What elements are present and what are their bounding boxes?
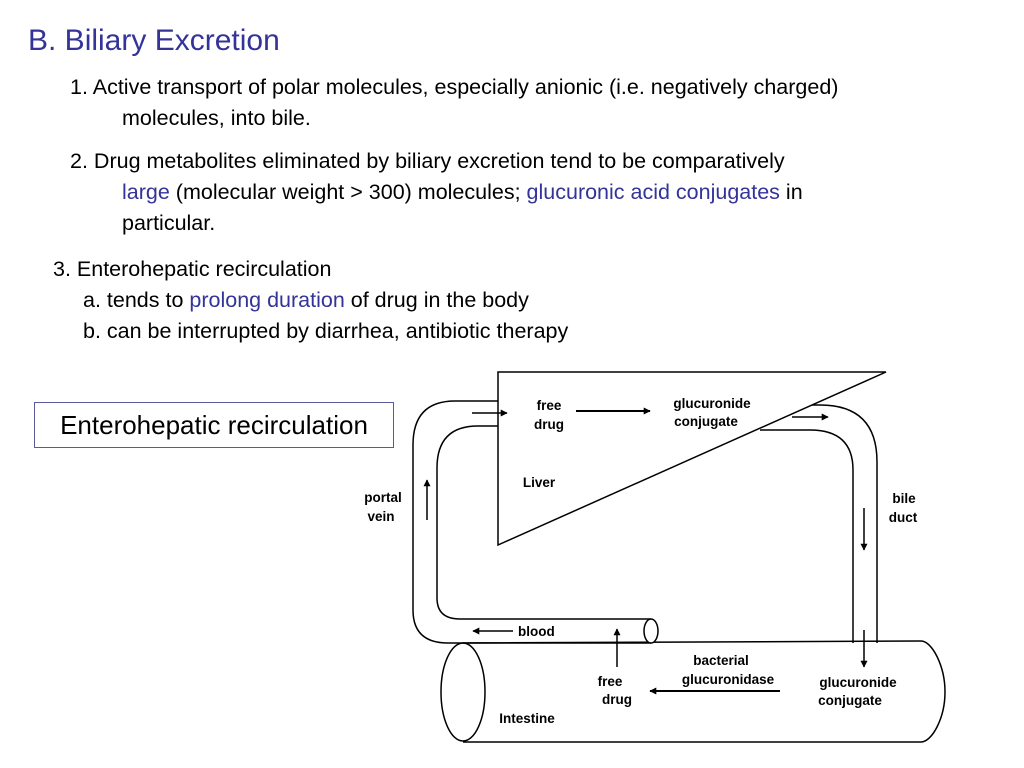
slide-title: B. Biliary Excretion bbox=[28, 24, 280, 57]
label-blood: blood bbox=[518, 624, 555, 639]
enterohepatic-label-box: Enterohepatic recirculation bbox=[34, 402, 394, 448]
label-bacterial-2: glucuronidase bbox=[682, 672, 775, 687]
label-free-drug-top-2: drug bbox=[534, 417, 564, 432]
item-3a-suffix: of drug in the body bbox=[350, 288, 529, 312]
label-free-drug-bottom-2: drug bbox=[602, 692, 632, 707]
item-1-number: 1. bbox=[70, 75, 88, 99]
liver-triangle bbox=[497, 371, 887, 547]
item-2: 2. Drug metabolites eliminated by biliar… bbox=[70, 146, 1024, 239]
label-intestine: Intestine bbox=[499, 711, 555, 726]
portal-vein-tube bbox=[412, 400, 659, 644]
label-glucuronide-top-1: glucuronide bbox=[673, 396, 751, 411]
label-free-drug-top-1: free bbox=[537, 398, 562, 413]
item-2-tail: in bbox=[785, 180, 803, 204]
item-2-number: 2. bbox=[70, 149, 88, 173]
label-portal-1: portal bbox=[364, 490, 402, 505]
item-2-highlight-conjugates: glucuronic acid conjugates bbox=[526, 180, 780, 204]
item-3-heading: 3. Enterohepatic recirculation bbox=[53, 257, 332, 281]
item-1-line2: molecules, into bile. bbox=[122, 106, 311, 130]
label-glucuronide-bottom-2: conjugate bbox=[818, 693, 882, 708]
item-2-line1: Drug metabolites eliminated by biliary e… bbox=[93, 149, 785, 173]
item-3a: a. tends to prolong duration of drug in … bbox=[83, 285, 529, 316]
label-liver: Liver bbox=[523, 475, 556, 490]
item-3b: b. can be interrupted by diarrhea, antib… bbox=[83, 319, 569, 343]
item-1: 1. Active transport of polar molecules, … bbox=[70, 72, 1024, 134]
label-glucuronide-bottom-1: glucuronide bbox=[819, 675, 897, 690]
bile-duct-tube bbox=[760, 404, 878, 643]
item-3a-highlight: prolong duration bbox=[189, 288, 345, 312]
item-2-highlight-large: large bbox=[122, 180, 170, 204]
item-2-mid: (molecular weight > 300) molecules; bbox=[175, 180, 521, 204]
label-bile-1: bile bbox=[892, 491, 916, 506]
label-free-drug-bottom-1: free bbox=[598, 674, 623, 689]
label-bacterial-1: bacterial bbox=[693, 653, 749, 668]
item-1-line1: Active transport of polar molecules, esp… bbox=[92, 75, 839, 99]
label-glucuronide-top-2: conjugate bbox=[674, 414, 738, 429]
label-bile-2: duct bbox=[889, 510, 918, 525]
label-portal-2: vein bbox=[367, 509, 394, 524]
item-3a-prefix: a. tends to bbox=[83, 288, 184, 312]
item-2-line3: particular. bbox=[122, 211, 216, 235]
